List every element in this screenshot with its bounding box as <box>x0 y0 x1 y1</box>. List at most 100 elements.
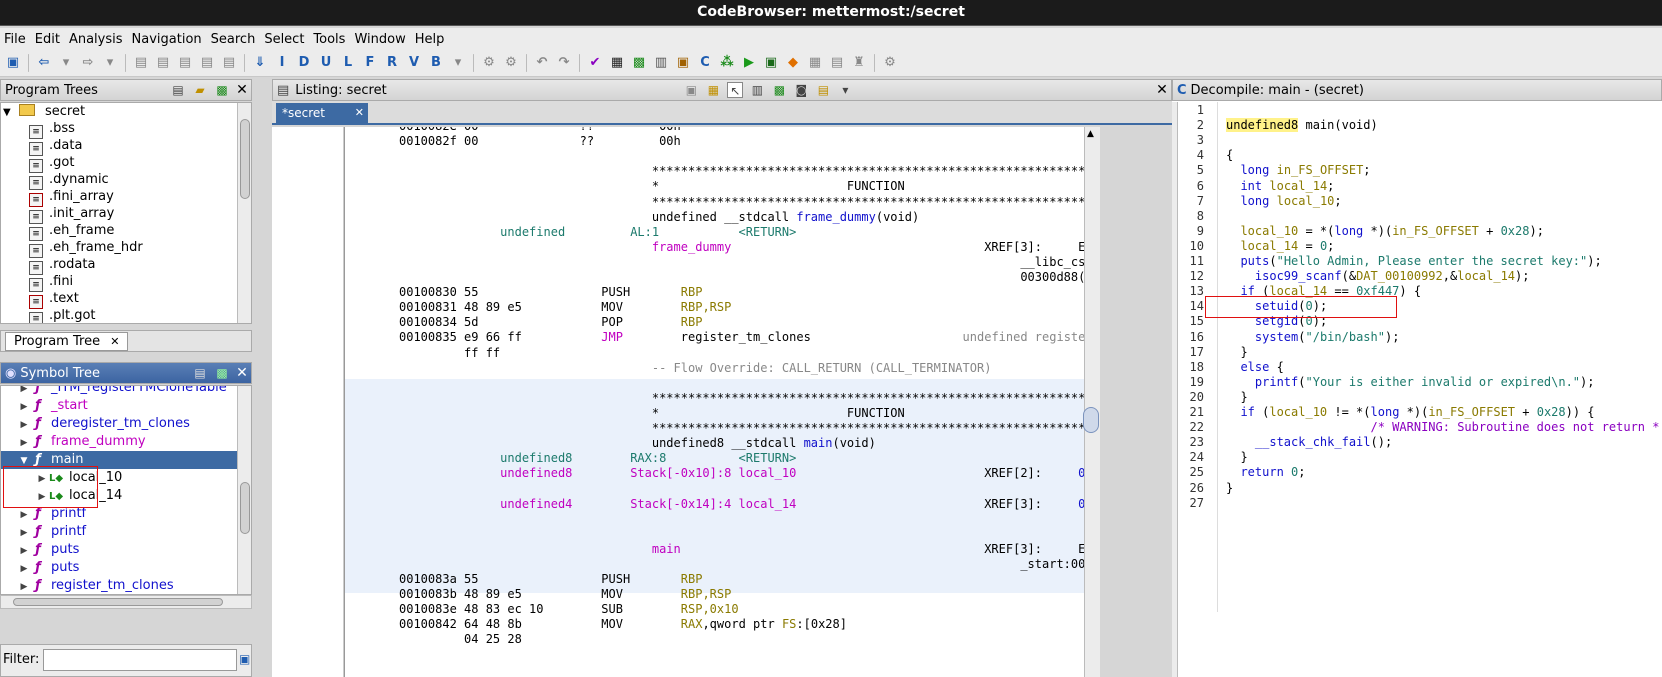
listing-line[interactable]: -- Flow Override: CALL_RETURN (CALL_TERM… <box>399 361 992 376</box>
copy-icon[interactable]: ▣ <box>685 83 698 97</box>
decompile-line[interactable]: 26} <box>1180 481 1234 496</box>
scroll-thumb[interactable] <box>1083 407 1099 433</box>
tool-icon-8[interactable]: ▦ <box>808 55 822 70</box>
scroll-thumb[interactable] <box>240 482 250 534</box>
tool-icon-5[interactable]: ▥ <box>654 55 668 70</box>
down-arrow-icon[interactable]: ⇓ <box>254 55 266 70</box>
collapse-arrow-icon[interactable]: ▶ <box>38 492 46 502</box>
nav-u-icon[interactable]: U <box>320 55 332 70</box>
program-tree-item[interactable]: ≡.bss <box>1 120 251 139</box>
listing-line[interactable]: 001008c3(R) <box>399 481 1084 496</box>
program-tree-item[interactable]: ≡.eh_frame_hdr <box>1 239 251 258</box>
decompile-line[interactable]: 6 int local_14; <box>1180 179 1335 194</box>
expand-arrow-icon[interactable]: ▼ <box>3 107 11 118</box>
tool-icon-9[interactable]: ▤ <box>830 55 844 70</box>
nav-icon-5[interactable]: ▤ <box>222 55 236 70</box>
decompile-line[interactable]: 7 long local_10; <box>1180 194 1342 209</box>
listing-line[interactable]: 04 25 28 <box>399 632 522 647</box>
collapse-arrow-icon[interactable]: ▶ <box>20 385 28 394</box>
listing-line[interactable]: undefined __stdcall frame_dummy(void) <box>399 210 919 225</box>
run-icon[interactable]: ▶ <box>744 55 754 70</box>
decompile-icon[interactable]: C <box>700 55 710 70</box>
decompile-line[interactable]: 12 isoc99_scanf(&DAT_00100992,&local_14)… <box>1180 269 1530 284</box>
close-icon[interactable]: ✕ <box>354 106 364 119</box>
nav-icon-2[interactable]: ▤ <box>156 55 170 70</box>
tool-icon-6[interactable]: ▣ <box>676 55 690 70</box>
program-tree-item[interactable]: ≡.eh_frame <box>1 222 251 241</box>
expand-arrow-icon[interactable]: ▼ <box>20 456 28 466</box>
refresh-icon[interactable]: ▩ <box>216 366 228 380</box>
listing-line[interactable]: 00100864(*), <box>399 512 1084 527</box>
listing-line[interactable]: 00100831 48 89 e5 MOV RBP,RSP <box>399 300 731 315</box>
listing-line[interactable]: ****************************************… <box>399 164 1084 179</box>
menu-analysis[interactable]: Analysis <box>68 31 123 47</box>
symbol-tree-item[interactable]: ▶ƒ_start <box>1 397 237 415</box>
refresh-icon[interactable]: ▩ <box>216 83 228 97</box>
nav-icon-1[interactable]: ▤ <box>134 55 148 70</box>
nav-v-icon[interactable]: V <box>408 55 420 70</box>
new-tree-icon[interactable]: ▤ <box>172 83 184 97</box>
listing-line[interactable]: undefined8 __stdcall main(void) <box>399 436 876 451</box>
program-tree-item[interactable]: ≡.init_array <box>1 205 251 224</box>
listing-line[interactable]: * FUNCTION * <box>399 406 1084 421</box>
listing-line[interactable]: undefined4 Stack[-0x14]:4 local_14 XREF[… <box>399 497 1084 512</box>
nav-d-icon[interactable]: D <box>298 55 310 70</box>
listing-line[interactable]: 00100835 e9 66 ff JMP register_tm_clones… <box>399 330 1084 345</box>
symbol-tree-item[interactable]: ▶ƒ_ITM_registerTMCloneTable <box>1 385 237 397</box>
decompile-line[interactable]: 9 local_10 = *(long *)(in_FS_OFFSET + 0x… <box>1180 224 1544 239</box>
listing-line[interactable]: undefined AL:1 <RETURN> <box>399 225 796 240</box>
close-icon[interactable]: ✕ <box>110 335 120 348</box>
nav-r-icon[interactable]: R <box>386 55 397 70</box>
collapse-arrow-icon[interactable]: ▶ <box>20 420 28 430</box>
listing-line[interactable]: 00100830 55 PUSH RBP <box>399 285 702 300</box>
listing-line[interactable]: 0010083a 55 PUSH RBP <box>399 572 702 587</box>
listing-line[interactable]: ****************************************… <box>399 391 1084 406</box>
collapse-arrow-icon[interactable]: ▶ <box>20 528 28 538</box>
listing-line[interactable]: * FUNCTION * <box>399 179 1084 194</box>
decompile-line[interactable]: 5 long in_FS_OFFSET; <box>1180 163 1371 178</box>
filter-input[interactable] <box>43 649 237 671</box>
listing-line[interactable]: 0010083e 48 83 ec 10 SUB RSP,0x10 <box>399 602 739 617</box>
cursor-icon[interactable]: ↖ <box>727 82 744 98</box>
listing-line[interactable]: undefined8 Stack[-0x10]:8 local_10 XREF[… <box>399 466 1084 481</box>
menu-file[interactable]: File <box>4 31 26 47</box>
nav-icon-3[interactable]: ▤ <box>178 55 192 70</box>
menu-tools[interactable]: Tools <box>313 31 346 47</box>
collapse-arrow-icon[interactable]: ▶ <box>20 402 28 412</box>
tool-icon-10[interactable]: ♜ <box>853 55 865 70</box>
listing-line[interactable]: 00100834 5d POP RBP <box>399 315 702 330</box>
decompile-line[interactable]: 13 if (local_14 == 0xf447) { <box>1180 284 1422 299</box>
listing-line[interactable]: undefined8 RAX:8 <RETURN> <box>399 451 796 466</box>
listing-line[interactable]: 00100842 64 48 8b MOV RAX,qword ptr FS:[… <box>399 617 847 632</box>
symbol-tree-item[interactable]: ▶L◆local_14 <box>1 487 237 505</box>
program-tree-item[interactable]: ≡.dynamic <box>1 171 251 190</box>
scroll-up-icon[interactable]: ▲ <box>1087 129 1094 139</box>
program-tree-item[interactable]: ≡.got <box>1 154 251 173</box>
back-arrow-icon[interactable]: ⇦ <box>38 55 50 70</box>
undo-icon[interactable]: ↶ <box>536 55 548 70</box>
listing-line[interactable]: 0010083b 48 89 e5 MOV RBP,RSP <box>399 587 731 602</box>
scroll-thumb[interactable] <box>13 598 223 606</box>
menu-dropdown-icon[interactable]: ▾ <box>842 83 849 97</box>
symbol-tree-hscrollbar[interactable] <box>0 595 252 609</box>
listing-line[interactable]: 0010082f 00 ?? 00h <box>399 134 681 149</box>
tool-icon-7[interactable]: ▣ <box>764 55 778 70</box>
filter-options-icon[interactable]: ▣ <box>239 652 251 666</box>
save-icon[interactable]: ▣ <box>6 55 20 70</box>
forward-dropdown-icon[interactable]: ▾ <box>106 55 114 70</box>
tab-program-tree[interactable]: Program Tree ✕ <box>5 332 129 351</box>
menu-help[interactable]: Help <box>414 31 445 47</box>
collapse-arrow-icon[interactable]: ▶ <box>20 546 28 556</box>
listing-line[interactable]: 0010087c(R) <box>399 527 1084 542</box>
diamond-icon[interactable]: ◆ <box>788 55 798 70</box>
decompile-line[interactable]: 8 <box>1180 209 1226 224</box>
